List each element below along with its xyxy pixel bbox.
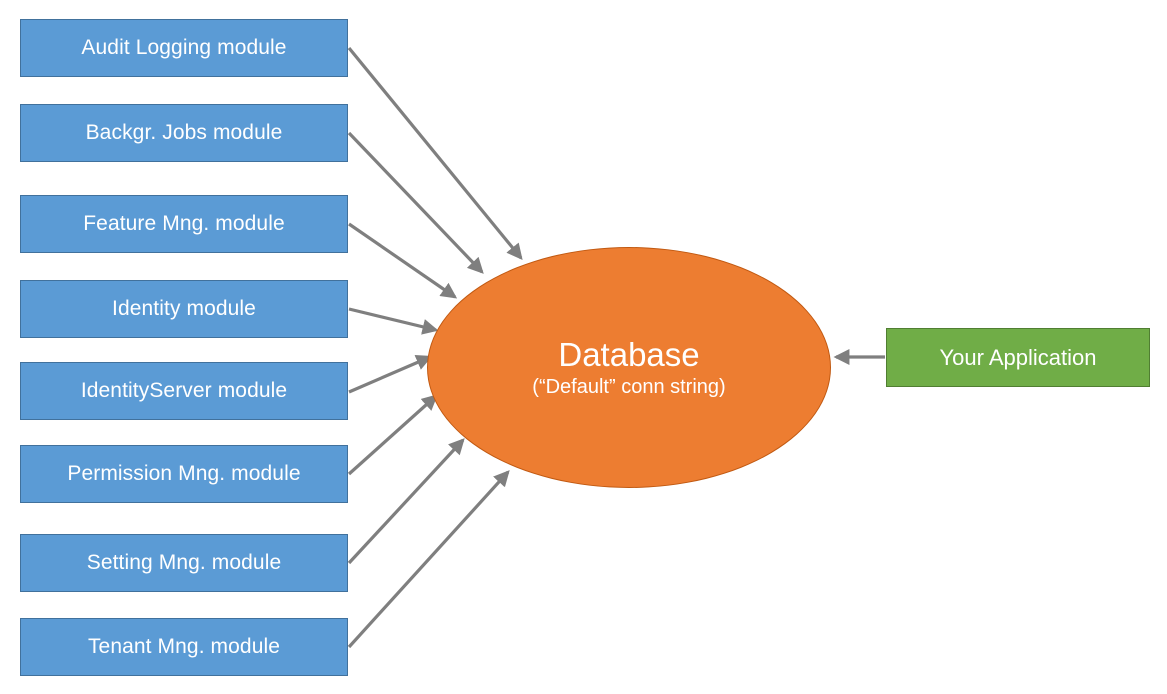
module-box-setting-management[interactable]: Setting Mng. module: [20, 534, 348, 592]
module-box-identity[interactable]: Identity module: [20, 280, 348, 338]
module-box-tenant-management[interactable]: Tenant Mng. module: [20, 618, 348, 676]
database-subtitle: (“Default” conn string): [532, 376, 726, 399]
module-label: Backgr. Jobs module: [85, 121, 283, 145]
database-title: Database: [558, 335, 700, 373]
connector-module-3: [348, 222, 458, 299]
module-label: Identity module: [112, 297, 256, 321]
connector-module-4: [348, 307, 439, 335]
module-label: Tenant Mng. module: [87, 635, 281, 659]
module-box-audit-logging[interactable]: Audit Logging module: [20, 19, 348, 77]
application-label: Your Application: [939, 344, 1097, 370]
module-label: Permission Mng. module: [67, 462, 301, 486]
connector-module-6: [347, 394, 438, 476]
module-box-permission-management[interactable]: Permission Mng. module: [20, 445, 348, 503]
connector-module-1: [347, 46, 523, 260]
module-box-identity-server[interactable]: IdentityServer module: [20, 362, 348, 420]
database-node[interactable]: Database (“Default” conn string): [427, 247, 831, 488]
module-label: Setting Mng. module: [86, 551, 282, 575]
module-label: Feature Mng. module: [83, 212, 285, 236]
connector-module-2: [347, 131, 484, 274]
application-box[interactable]: Your Application: [886, 328, 1150, 387]
module-box-background-jobs[interactable]: Backgr. Jobs module: [20, 104, 348, 162]
module-label: Audit Logging module: [81, 36, 287, 60]
connector-module-7: [347, 438, 465, 565]
module-box-feature-management[interactable]: Feature Mng. module: [20, 195, 348, 253]
connector-module-8: [347, 470, 510, 649]
connector-module-5: [348, 354, 433, 394]
module-label: IdentityServer module: [80, 379, 288, 403]
